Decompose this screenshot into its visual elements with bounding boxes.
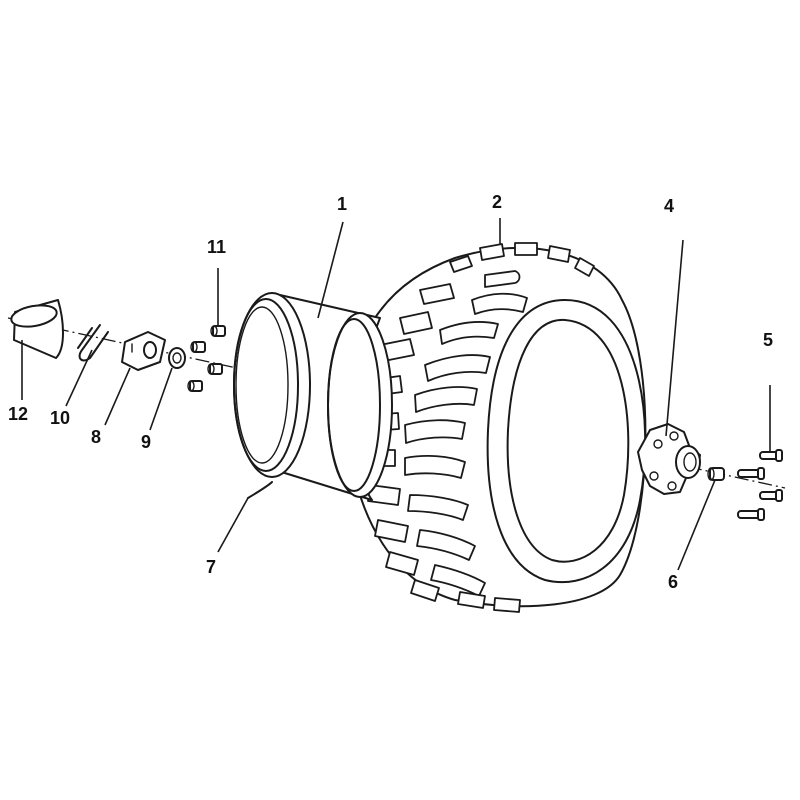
callout-5: 5 xyxy=(763,330,773,350)
tread-lug xyxy=(404,455,466,479)
hub-center-bore xyxy=(675,445,701,479)
hub-bolts xyxy=(737,449,783,521)
tread-lug xyxy=(479,243,505,261)
valve-stem xyxy=(247,481,273,499)
tread-lug xyxy=(416,529,476,561)
wheel-cap xyxy=(10,299,64,359)
tread-lug xyxy=(439,321,499,345)
tread-lug xyxy=(410,579,440,602)
bolt xyxy=(737,508,765,521)
tread-lug xyxy=(471,292,528,315)
castle-nut-bore xyxy=(143,341,157,359)
callout-10: 10 xyxy=(50,408,70,428)
hub-stud-hole xyxy=(669,431,679,441)
tire-hub-opening xyxy=(506,318,630,563)
tread-lug xyxy=(399,311,433,335)
callout-1: 1 xyxy=(337,194,347,214)
tread-lug xyxy=(457,591,486,609)
tread-lug xyxy=(419,283,455,305)
rim xyxy=(233,292,393,501)
tread-lug xyxy=(574,257,595,277)
hub-spacer xyxy=(707,467,725,481)
tire-tread xyxy=(364,242,595,613)
callout-6: 6 xyxy=(668,572,678,592)
leader-line-7 xyxy=(217,497,249,553)
bolt xyxy=(759,449,783,462)
tread-lug xyxy=(493,597,521,613)
callout-11: 11 xyxy=(207,237,226,257)
tread-lug xyxy=(374,519,409,543)
leader-line-10 xyxy=(65,349,93,407)
lug-nuts xyxy=(187,325,226,392)
tread-lug xyxy=(414,386,478,413)
tire-sidewall-ring xyxy=(486,299,647,584)
callout-4: 4 xyxy=(664,196,674,216)
callout-7: 7 xyxy=(206,557,216,577)
tread-lug xyxy=(547,245,571,263)
tread-lug xyxy=(385,551,419,576)
tread-lug xyxy=(407,494,469,521)
callout-12: 12 xyxy=(8,404,28,424)
rim-outer-flange-lip xyxy=(233,298,299,472)
leader-line-1 xyxy=(317,221,344,319)
tread-lug xyxy=(484,270,521,288)
callout-9: 9 xyxy=(141,432,151,452)
rim-outer-flange-inner xyxy=(235,306,289,464)
cotter-pin xyxy=(77,324,109,362)
tread-lug xyxy=(424,354,491,382)
bolt xyxy=(737,467,765,480)
tread-lug xyxy=(514,242,538,256)
leader-line-8 xyxy=(104,367,131,426)
tire xyxy=(346,242,647,613)
cap-rim xyxy=(10,304,58,328)
callout-2: 2 xyxy=(492,192,502,212)
lug-nut xyxy=(210,325,226,337)
hub-center-inner xyxy=(683,452,697,472)
callout-8: 8 xyxy=(91,427,101,447)
lug-nut xyxy=(190,341,206,353)
hub-stud-hole xyxy=(649,471,659,481)
leader-line-4 xyxy=(665,239,684,437)
lug-nut xyxy=(207,363,223,375)
hub-stud-hole xyxy=(667,481,677,491)
rim-inner-flange-edge xyxy=(327,318,381,492)
tread-lug xyxy=(404,419,466,444)
washer-hole xyxy=(172,352,182,364)
hub-stud-hole xyxy=(653,439,663,449)
washer xyxy=(168,347,186,369)
leader-line-9 xyxy=(149,367,173,431)
wheel-hub xyxy=(637,423,701,495)
tread-lug xyxy=(449,255,473,273)
castle-nut xyxy=(121,331,166,371)
bolt xyxy=(759,489,783,502)
lug-nut xyxy=(187,380,203,392)
leader-line-6 xyxy=(677,479,716,571)
